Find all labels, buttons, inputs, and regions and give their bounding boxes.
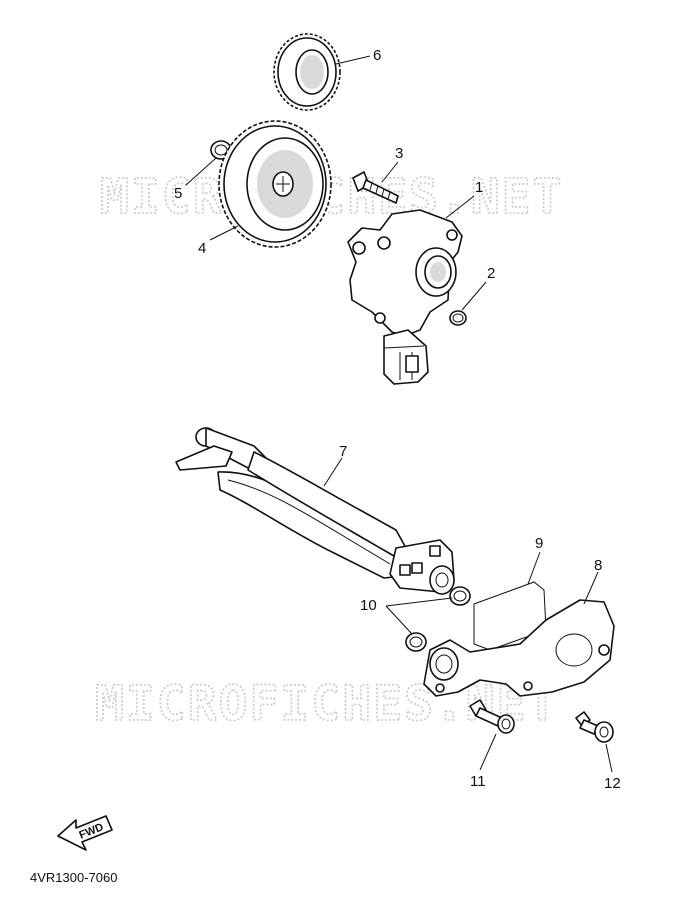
part-6-small-gear (273, 33, 341, 111)
part-11-bolt (469, 699, 515, 734)
callout-5: 5 (174, 185, 182, 202)
part-7-oil-strainer (175, 427, 455, 595)
watermark-top: MICROFICHES.NET (100, 169, 563, 225)
callout-11: 11 (470, 773, 486, 790)
callout-10: 10 (360, 597, 377, 614)
fwd-arrow-icon: FWD (57, 815, 113, 851)
part-3-bolt (352, 171, 399, 204)
leader-lines (185, 55, 613, 773)
callout-4: 4 (198, 240, 206, 257)
callout-3: 3 (395, 145, 403, 162)
callout-7: 7 (339, 443, 347, 460)
part-8-oil-pipe (423, 599, 615, 697)
watermark-bottom: MICROFICHES.NET (95, 676, 558, 732)
part-12-bolt (575, 711, 614, 743)
part-1-oil-pump (347, 209, 463, 385)
callout-2: 2 (487, 265, 495, 282)
part-10-o-rings (405, 586, 471, 652)
diagram-code: 4VR1300-7060 (30, 870, 117, 885)
callout-1: 1 (475, 179, 483, 196)
callout-9: 9 (535, 535, 543, 552)
callout-8: 8 (594, 557, 602, 574)
callout-6: 6 (373, 47, 381, 64)
callout-12: 12 (604, 775, 621, 792)
part-2-o-ring (449, 310, 467, 326)
part-4-large-gear (218, 120, 332, 248)
